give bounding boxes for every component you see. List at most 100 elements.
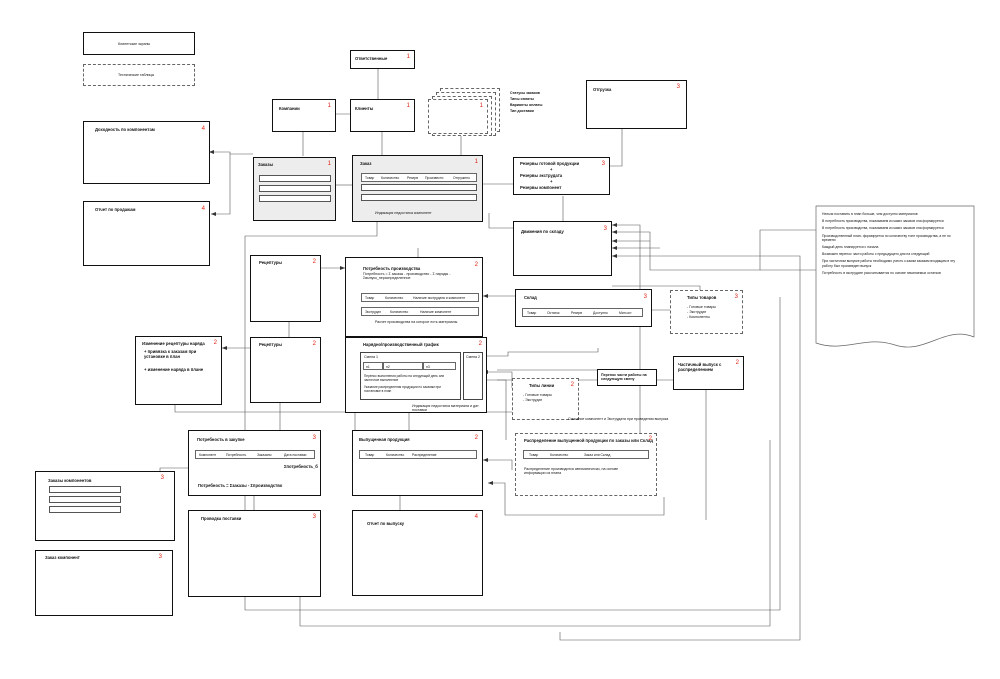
note-item: Возможен перенос части работы с предыдущ… — [822, 252, 930, 257]
col-header: Отгружено — [453, 176, 470, 180]
box-clients[interactable]: Клиенты 1 — [350, 99, 415, 132]
box-recipe-change[interactable]: Изменение рецептуры наряда 2 + привязка … — [135, 336, 222, 405]
line-type-item: - Экструдат — [523, 398, 543, 402]
box-lookups[interactable]: 1 — [428, 99, 488, 134]
lookup-item: Варианты оплаты — [510, 103, 543, 107]
col-header: Резерв — [571, 311, 583, 315]
box-title: Изменение рецептуры наряда — [142, 341, 205, 346]
slot-label: н2 — [386, 364, 390, 369]
box-stock[interactable]: Склад 3 Товар Остаток Резерв Доступно Ми… — [515, 289, 652, 327]
reserve-plus: + — [550, 167, 553, 172]
box-sales-report[interactable]: Отчет по продажам 4 — [83, 201, 210, 266]
box-title: Склад — [524, 295, 537, 300]
order-list-row[interactable] — [259, 195, 331, 202]
box-number: 3 — [643, 294, 647, 300]
need-row-extrudate[interactable]: Экструдат Количество Наличие компонент — [361, 307, 479, 316]
box-recipes-2[interactable]: Рецептуры 2 — [250, 337, 321, 403]
box-component-order[interactable]: Заказ компонент 3 — [35, 550, 173, 616]
box-title: Рецептуры — [259, 260, 283, 265]
order-list-row[interactable] — [259, 175, 331, 182]
need-row-goods[interactable]: Товар Количество Наличие экструдата и ко… — [361, 293, 479, 302]
note-item: При частичном выпуске работы необходимо … — [822, 259, 956, 268]
box-shipping[interactable]: Отгрузка 3 — [586, 80, 687, 129]
box-title: Частичный выпуск с распределением — [678, 362, 722, 372]
box-number: 3 — [676, 84, 680, 90]
order-list-row[interactable] — [259, 185, 331, 192]
work-slot[interactable]: н3 — [423, 362, 456, 370]
box-component-orders[interactable]: Заказы компонентов 3 — [35, 471, 175, 541]
col-header: Экструдат — [365, 310, 381, 314]
box-partial-release[interactable]: Частичный выпуск с распределением 2 — [673, 356, 744, 390]
box-number: 3 — [160, 475, 164, 481]
box-title: Отчет по продажам — [95, 207, 136, 212]
box-title: Распределение выпущенной продукции по за… — [524, 438, 653, 443]
box-number: 1 — [327, 103, 331, 109]
box-released[interactable]: Выпущенная продукция 2 Товар Количество … — [352, 430, 483, 496]
box-number: 3 — [158, 554, 162, 560]
component-order-row[interactable] — [49, 506, 121, 513]
box-transfer-next[interactable]: Перенос части работы на следующую смену — [597, 369, 657, 386]
order-footer-note: Индикация недостатка компонент — [375, 211, 432, 215]
reserve-item: Резервы компонент — [520, 185, 562, 190]
need-formula: Потребность = Σ заказы - производство - … — [363, 272, 451, 281]
col-header: Товар — [365, 176, 375, 180]
reserve-item: Резервы экструдата — [520, 173, 563, 178]
box-work-schedule[interactable]: Нарядно/производственный график 2 Смена … — [345, 337, 487, 413]
schedule-note: Перенос выполнения работы на следующий д… — [364, 374, 445, 382]
box-title: Выпущенная продукция — [359, 437, 410, 442]
box-title: Отчет по выпуску — [367, 521, 405, 526]
writeoff-note: Списание компонент и Экструдата при пров… — [568, 417, 669, 421]
component-order-row[interactable] — [49, 496, 121, 503]
box-recipes-1[interactable]: Рецептуры 2 — [250, 255, 321, 322]
box-stock-moves[interactable]: Движения по складу 3 — [513, 221, 612, 276]
shift-1-panel: Смена 1 н1 н2 н3 Перенос выполнения рабо… — [360, 352, 461, 400]
box-component-profit[interactable]: Доходность по компонентам 4 — [83, 121, 210, 184]
box-reserves[interactable]: Резервы готовой продукции + Резервы экст… — [513, 157, 610, 195]
box-production-need[interactable]: Потребность производства 2 Потребность =… — [345, 257, 483, 337]
col-header: Компонент — [199, 453, 217, 457]
note-item: Потребность в экструдате рассчитывается … — [822, 270, 941, 275]
col-header: Произвести — [425, 176, 444, 180]
box-responsible[interactable]: Ответственные 1 — [350, 50, 415, 69]
col-header: Товар — [365, 453, 375, 457]
col-header: Количество — [390, 310, 409, 314]
order-table-header: Товар Количество Резерв Произвести Отгру… — [361, 173, 477, 182]
box-orders[interactable]: Заказы 1 — [253, 157, 336, 221]
box-title: Заказ — [360, 161, 372, 166]
box-title: Клиенты — [355, 106, 374, 111]
col-header: Товар — [365, 296, 375, 300]
col-header: Количество — [550, 453, 569, 457]
box-title: Движения по складу — [521, 229, 564, 234]
work-slot[interactable]: н2 — [383, 362, 423, 370]
component-order-row[interactable] — [49, 486, 121, 493]
box-line-types[interactable]: Типы линии 2 - Готовые товары - Экструда… — [512, 378, 579, 420]
box-number: 3 — [603, 226, 607, 232]
note-item: Нельзя поставить в план больше, чем дост… — [822, 212, 918, 216]
box-release-report[interactable]: Отчет по выпуску 4 — [352, 510, 483, 596]
col-header: Распределение — [412, 453, 437, 457]
box-order[interactable]: Заказ 1 Товар Количество Резерв Произвес… — [352, 155, 483, 222]
goods-type-item: - Компоненты — [687, 315, 710, 319]
box-number: 2 — [474, 435, 478, 441]
order-table-row[interactable] — [361, 194, 477, 201]
notes-list: Нельзя поставить в план больше, чем дост… — [822, 212, 965, 278]
box-title: Заказы — [258, 162, 274, 167]
box-number: 1 — [479, 103, 483, 109]
box-deliveries[interactable]: Проводка поставки 3 — [188, 510, 321, 597]
work-slot[interactable]: н1 — [363, 362, 383, 370]
legend-screens-swatch — [83, 32, 195, 55]
box-distribution[interactable]: Распределение выпущенной продукции по за… — [515, 433, 657, 496]
distribution-table-header: Товар Количество Заказ или Склад — [523, 450, 649, 459]
box-title: Потребность в закупке — [197, 437, 245, 442]
legend-screens-label: Клиентские экраны — [118, 42, 151, 46]
order-table-row[interactable] — [361, 184, 477, 191]
box-companies[interactable]: Компании 1 — [272, 99, 336, 132]
box-title: Ответственные — [355, 56, 388, 61]
box-goods-types[interactable]: Типы товаров 3 - Готовые товары - Экстру… — [670, 290, 743, 334]
need-footer: Расчет производства на которое есть мате… — [375, 320, 458, 324]
box-number: 2 — [474, 262, 478, 268]
legend-tables-label: Технические таблицы — [118, 73, 155, 77]
box-purchase-need[interactable]: Потребность в закупке 3 Компонент Потреб… — [188, 430, 321, 496]
purchase-table-header: Компонент Потребность Заказано Дата пост… — [195, 450, 315, 459]
purchase-sum-label: Σпотребность_б — [284, 464, 318, 469]
